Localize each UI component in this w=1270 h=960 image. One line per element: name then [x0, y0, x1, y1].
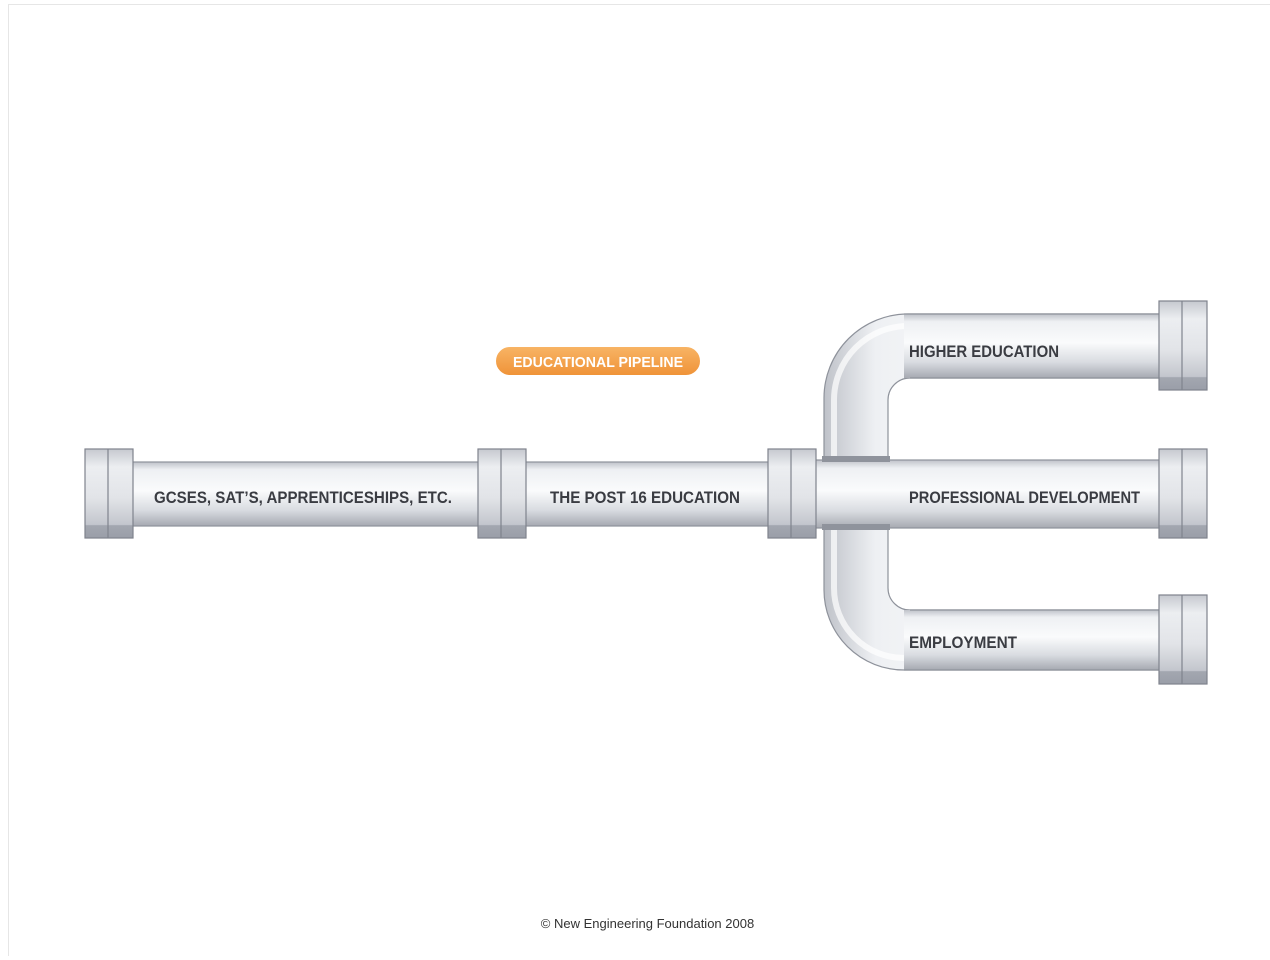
- flange-end-higher-education: [1158, 300, 1208, 391]
- pipe-segment-2: [521, 461, 773, 527]
- educational-pipeline-badge: EDUCATIONAL PIPELINE: [494, 345, 702, 377]
- page-frame: [8, 4, 1270, 956]
- elbow-lower-highlight: [831, 530, 905, 661]
- elbow-upper-highlight: [831, 323, 909, 458]
- outcome-label-higher-education: HIGHER EDUCATION: [909, 342, 1059, 361]
- junction-collar-top: [822, 456, 890, 462]
- pipe-higher-education: [904, 314, 1166, 378]
- outcome-label-professional-development: PROFESSIONAL DEVELOPMENT: [909, 488, 1141, 507]
- flange-end-employment: [1158, 594, 1208, 685]
- stage-label-gcses: GCSES, SAT’S, APPRENTICESHIPS, ETC.: [154, 488, 452, 507]
- footer: © New Engineering Foundation 2008: [0, 916, 1270, 931]
- flange-middle: [477, 448, 527, 539]
- outcome-label-employment: EMPLOYMENT: [909, 633, 1018, 652]
- flange-junction: [767, 448, 817, 539]
- flange-end-professional-development: [1158, 448, 1208, 539]
- copyright-text: © New Engineering Foundation 2008: [540, 916, 755, 931]
- flange-start: [84, 448, 134, 539]
- pipe-segment-3: [811, 459, 1165, 529]
- badge-label: EDUCATIONAL PIPELINE: [513, 354, 683, 371]
- pipe-segment-1: [129, 461, 481, 527]
- stage-label-post-16: THE POST 16 EDUCATION: [550, 488, 740, 507]
- pipe-employment: [904, 610, 1166, 670]
- junction-collar-bottom: [822, 524, 890, 530]
